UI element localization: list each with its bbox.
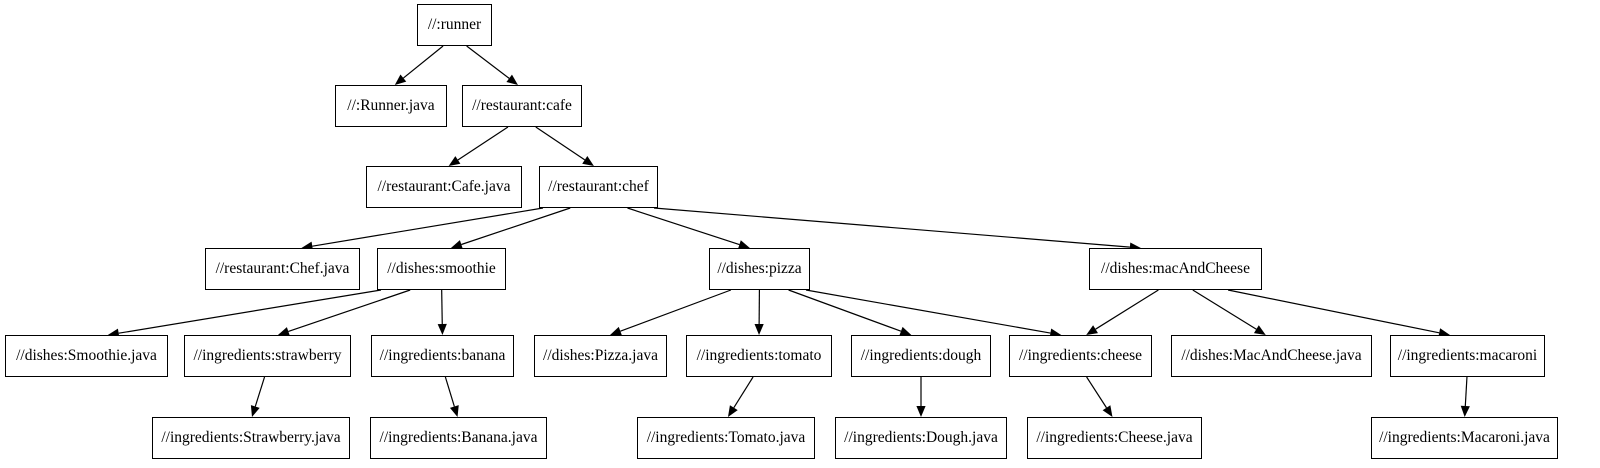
graph-edge-ing-tomato-to-ing-tomato-java bbox=[727, 376, 754, 417]
graph-edge-dishes-macandcheese-to-ing-macaroni bbox=[1227, 289, 1450, 338]
arrowhead-icon bbox=[1460, 405, 1470, 417]
arrowhead-icon bbox=[250, 405, 260, 417]
graph-node-ing-strawberry[interactable]: //ingredients:strawberry bbox=[184, 335, 351, 377]
arrowhead-icon bbox=[727, 405, 738, 417]
graph-node-runner-java[interactable]: //:Runner.java bbox=[335, 85, 447, 127]
graph-edge-ing-strawberry-to-ing-strawberry-java bbox=[250, 376, 266, 417]
graph-edge-runner-to-restaurant-cafe bbox=[466, 45, 518, 85]
graph-edge-dishes-smoothie-to-ing-banana bbox=[437, 289, 447, 335]
graph-node-ing-banana-java[interactable]: //ingredients:Banana.java bbox=[370, 417, 547, 459]
graph-edge-dishes-macandcheese-to-ing-cheese bbox=[1086, 289, 1159, 335]
graph-edge-ing-dough-to-ing-dough-java bbox=[916, 377, 926, 417]
graph-node-ing-macaroni[interactable]: //ingredients:macaroni bbox=[1390, 335, 1545, 377]
graph-node-dishes-macandcheese[interactable]: //dishes:macAndCheese bbox=[1089, 248, 1262, 290]
graph-edge-restaurant-chef-to-restaurant-chef-java bbox=[301, 207, 544, 251]
graph-node-dishes-smoothie-java[interactable]: //dishes:Smoothie.java bbox=[5, 335, 168, 377]
graph-edge-dishes-macandcheese-to-dishes-mac-java bbox=[1192, 289, 1266, 335]
arrowhead-icon bbox=[1102, 405, 1113, 417]
arrowhead-icon bbox=[448, 156, 461, 166]
graph-edge-dishes-pizza-to-dishes-pizza-java bbox=[610, 289, 732, 336]
graph-node-dishes-pizza[interactable]: //dishes:pizza bbox=[709, 248, 810, 290]
graph-edge-restaurant-chef-to-dishes-macandcheese bbox=[653, 207, 1141, 252]
arrowhead-icon bbox=[1253, 325, 1266, 335]
graph-node-ing-tomato-java[interactable]: //ingredients:Tomato.java bbox=[637, 417, 815, 459]
graph-node-restaurant-cafe-java[interactable]: //restaurant:Cafe.java bbox=[366, 166, 522, 208]
arrowhead-icon bbox=[754, 323, 764, 335]
arrowhead-icon bbox=[506, 74, 518, 85]
graph-node-ing-dough-java[interactable]: //ingredients:Dough.java bbox=[835, 417, 1007, 459]
graph-node-ing-cheese[interactable]: //ingredients:cheese bbox=[1009, 335, 1152, 377]
graph-edge-restaurant-chef-to-dishes-smoothie bbox=[450, 207, 571, 249]
arrowhead-icon bbox=[916, 406, 926, 417]
graph-edge-ing-macaroni-to-ing-macaroni-java bbox=[1460, 376, 1470, 417]
graph-node-dishes-pizza-java[interactable]: //dishes:Pizza.java bbox=[534, 335, 667, 377]
graph-edge-dishes-pizza-to-ing-cheese bbox=[805, 289, 1062, 338]
graph-node-ing-macaroni-java[interactable]: //ingredients:Macaroni.java bbox=[1371, 417, 1558, 459]
graph-edge-dishes-smoothie-to-dishes-smoothie-java bbox=[107, 289, 382, 338]
graph-node-runner[interactable]: //:runner bbox=[417, 4, 492, 46]
arrowhead-icon bbox=[437, 323, 447, 335]
arrowhead-icon bbox=[1086, 325, 1098, 335]
graph-node-ing-cheese-java[interactable]: //ingredients:Cheese.java bbox=[1027, 417, 1202, 459]
arrowhead-icon bbox=[449, 405, 459, 417]
graph-node-restaurant-cafe[interactable]: //restaurant:cafe bbox=[462, 85, 582, 127]
graph-edge-restaurant-cafe-to-restaurant-cafe-java bbox=[448, 126, 509, 166]
graph-edge-dishes-pizza-to-ing-dough bbox=[788, 289, 912, 336]
graph-edge-restaurant-chef-to-dishes-pizza bbox=[627, 207, 750, 249]
graph-node-ing-strawberry-java[interactable]: //ingredients:Strawberry.java bbox=[152, 417, 350, 459]
graph-edge-dishes-smoothie-to-ing-strawberry bbox=[277, 289, 411, 336]
graph-node-restaurant-chef[interactable]: //restaurant:chef bbox=[539, 166, 658, 208]
graph-node-dishes-mac-java[interactable]: //dishes:MacAndCheese.java bbox=[1171, 335, 1372, 377]
arrowhead-icon bbox=[394, 74, 407, 85]
graph-edge-dishes-pizza-to-ing-tomato bbox=[754, 289, 764, 335]
graph-node-ing-tomato[interactable]: //ingredients:tomato bbox=[686, 335, 832, 377]
graph-node-restaurant-chef-java[interactable]: //restaurant:Chef.java bbox=[205, 248, 360, 290]
graph-edge-ing-cheese-to-ing-cheese-java bbox=[1086, 376, 1113, 417]
graph-node-ing-banana[interactable]: //ingredients:banana bbox=[371, 335, 514, 377]
arrowhead-icon bbox=[582, 156, 594, 166]
graph-edge-restaurant-cafe-to-restaurant-chef bbox=[535, 126, 594, 166]
graph-node-ing-dough[interactable]: //ingredients:dough bbox=[851, 335, 991, 377]
graph-node-dishes-smoothie[interactable]: //dishes:smoothie bbox=[377, 248, 506, 290]
graph-edge-ing-banana-to-ing-banana-java bbox=[444, 376, 459, 417]
graph-edge-runner-to-runner-java bbox=[394, 45, 444, 85]
